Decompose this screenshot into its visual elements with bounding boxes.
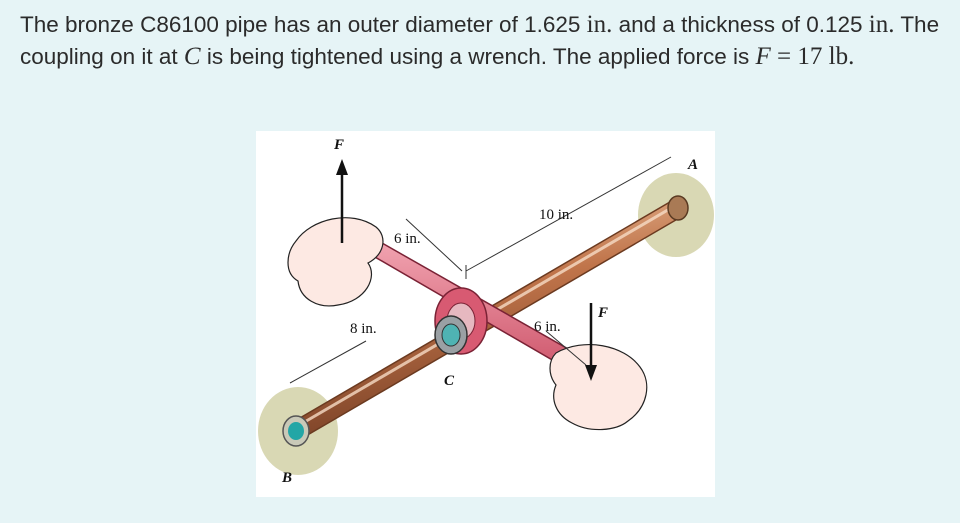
pipe-end-a [667,195,689,221]
label-point-c: C [444,373,455,389]
problem-text-1: The bronze C86100 pipe has an outer diam… [20,12,587,37]
label-force-top: F [333,137,344,153]
unit-inches-1: in. [586,11,613,38]
coupling-c [434,315,468,355]
wrench-pipe-figure: F F A B C 6 in. 6 in. 8 in. 10 in. [256,131,715,497]
dim-6in-right: 6 in. [534,319,561,335]
dimension-lines [289,156,672,384]
label-force-right: F [597,305,608,321]
dim-6in-left: 6 in. [394,231,421,247]
problem-text-3: The coupling on it at [20,12,940,69]
figure-illustration: F F A B C 6 in. 6 in. 8 in. 10 in. [258,137,714,486]
dim-8in: 8 in. [350,321,377,337]
dim-10in: 10 in. [539,207,573,223]
right-hand [549,343,648,431]
force-arrow-up [336,159,348,243]
label-point-a: A [687,157,698,173]
force-variable: F [755,43,771,70]
label-point-b: B [281,470,292,486]
point-c-symbol: C [183,43,201,70]
left-hand [287,217,384,307]
force-arrow-down [585,303,597,381]
unit-pounds: lb. [828,43,855,70]
pipe-end-b [282,415,310,447]
problem-statement: The bronze C86100 pipe has an outer diam… [20,9,950,73]
problem-text-2: and a thickness of 0.125 [612,12,869,37]
unit-inches-2: in. [868,11,895,38]
force-equation: = 17 [770,43,829,70]
problem-text-4: is being tightened using a wrench. The a… [200,44,756,69]
